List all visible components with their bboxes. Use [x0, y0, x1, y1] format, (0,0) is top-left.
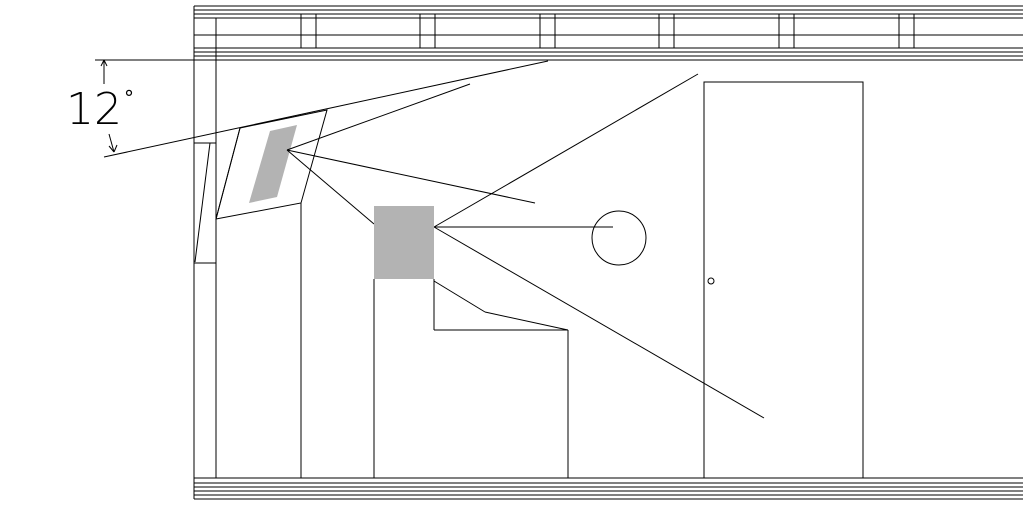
door-panel: [703, 81, 864, 479]
head-block: [374, 206, 434, 279]
sight-lines: [286, 73, 765, 419]
wall-clock: [591, 210, 647, 266]
angle-value: 12: [66, 84, 122, 135]
joist: [300, 13, 317, 49]
angle-unit: °: [124, 86, 134, 110]
monitor-workstation: [215, 109, 328, 478]
floor-structure: [194, 477, 1023, 500]
door-knob: [707, 277, 715, 285]
joist: [778, 13, 795, 49]
joist: [419, 13, 436, 49]
ceiling-structure: [194, 5, 1023, 61]
left-wall: [193, 6, 217, 499]
person-figure: [373, 206, 569, 478]
ceiling-joists: [300, 13, 915, 49]
monitor-screen: [249, 125, 297, 203]
joist: [658, 13, 675, 49]
joist: [539, 13, 556, 49]
door: [703, 81, 864, 479]
joist: [898, 13, 915, 49]
angle-dimension: 12 °: [66, 59, 549, 158]
